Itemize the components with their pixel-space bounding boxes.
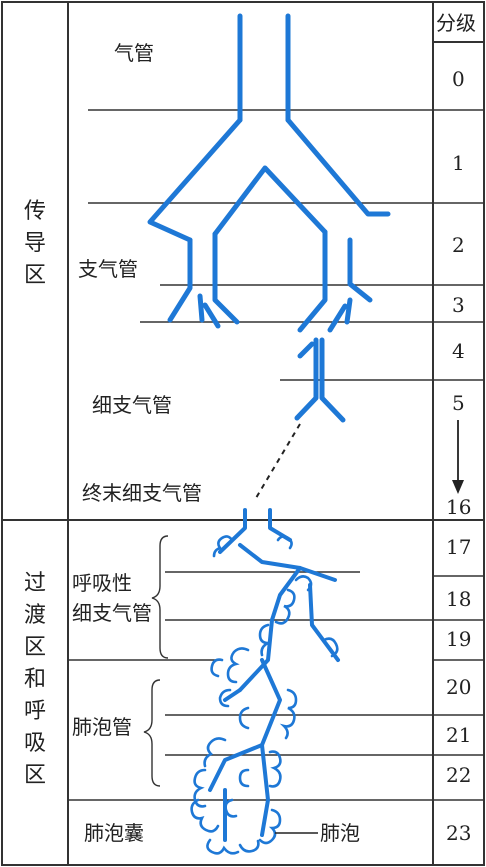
zone-conducting: 传 导 区	[24, 199, 46, 288]
svg-text:和: 和	[24, 667, 46, 692]
alveoli-curls	[190, 535, 339, 855]
svg-text:吸: 吸	[24, 731, 46, 756]
label-terminal-bronchiole: 终末细支气管	[82, 481, 202, 505]
label-alveolar-sac: 肺泡囊	[84, 821, 144, 845]
svg-text:过: 过	[24, 571, 46, 596]
label-alveolar-duct: 肺泡管	[72, 715, 132, 739]
grade-0: 0	[452, 67, 465, 91]
svg-text:导: 导	[24, 231, 46, 256]
grade-16: 16	[446, 495, 471, 519]
grade-2: 2	[452, 233, 465, 257]
label-resp-bronchiole-1: 呼吸性	[72, 571, 132, 595]
grade-18: 18	[446, 587, 471, 611]
label-trachea: 气管	[114, 41, 154, 65]
svg-text:渡: 渡	[24, 603, 46, 628]
label-resp-bronchiole-2: 细支气管	[72, 601, 152, 625]
label-alveolus: 肺泡	[320, 821, 360, 845]
grade-arrow	[452, 420, 464, 494]
svg-text:区: 区	[24, 635, 46, 660]
grade-1: 1	[452, 151, 465, 175]
label-bronchus: 支气管	[78, 257, 138, 281]
svg-text:传: 传	[24, 199, 46, 224]
grade-5: 5	[452, 391, 465, 415]
grade-23: 23	[446, 821, 471, 845]
grade-17: 17	[446, 535, 471, 559]
airway-tree	[147, 13, 391, 855]
grade-22: 22	[446, 763, 471, 787]
grade-column: 0 1 2 3 4 5 16 17 18 19 20 21 22 23	[446, 67, 471, 845]
brace-alveolar-duct	[143, 679, 161, 787]
label-bronchiole: 细支气管	[92, 393, 172, 417]
grade-3: 3	[452, 293, 465, 317]
grade-4: 4	[452, 339, 465, 363]
grade-21: 21	[446, 723, 471, 747]
row-dividers	[68, 109, 484, 801]
svg-text:区: 区	[24, 763, 46, 788]
grade-header: 分级	[436, 11, 476, 35]
svg-text:呼: 呼	[24, 699, 46, 724]
grade-19: 19	[446, 627, 471, 651]
svg-text:区: 区	[24, 263, 46, 288]
grade-20: 20	[446, 675, 471, 699]
zone-transition-respiratory: 过 渡 区 和 呼 吸 区	[24, 571, 46, 788]
brace-resp-bronchiole	[151, 535, 169, 659]
